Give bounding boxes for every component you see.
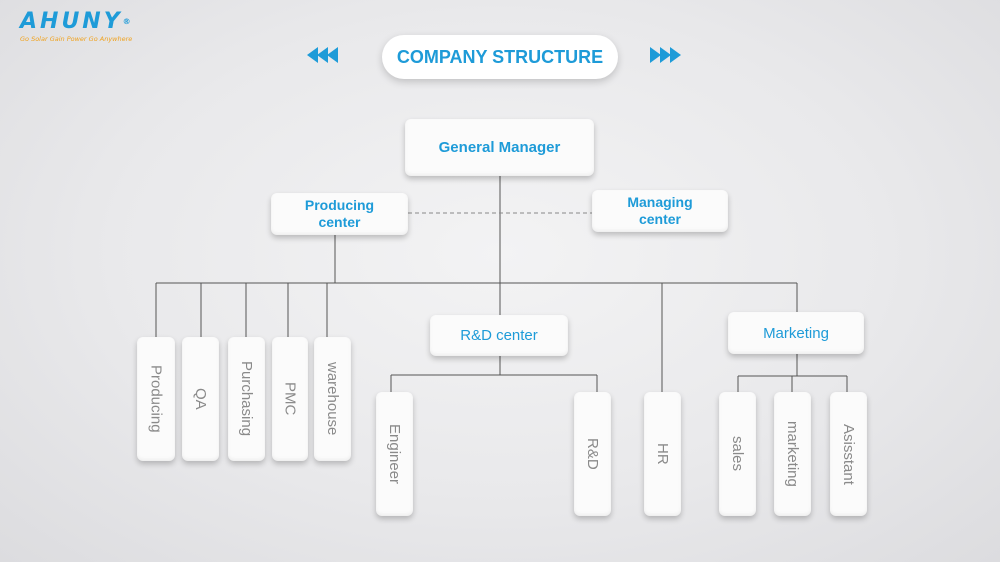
node-producing-center-line2: center <box>318 214 361 230</box>
node-managing-center: Managing center <box>592 190 728 232</box>
dept-assistant-label: Asisstant <box>840 423 857 485</box>
dept-purchasing: Purchasing <box>228 337 265 461</box>
chevron-left-icon <box>307 47 338 63</box>
page-title: COMPANY STRUCTURE <box>382 35 618 79</box>
node-rd-center: R&D center <box>430 315 568 356</box>
dept-hr-label: HR <box>654 443 671 465</box>
dept-assistant: Asisstant <box>830 392 867 516</box>
dept-purchasing-label: Purchasing <box>238 361 255 437</box>
dept-warehouse-label: warehouse <box>324 362 341 436</box>
dept-rd-label: R&D <box>584 438 601 470</box>
node-marketing: Marketing <box>728 312 864 354</box>
node-producing-center: Producing center <box>271 193 408 235</box>
dept-pmc: PMC <box>272 337 308 461</box>
dept-engineer-label: Engineer <box>386 423 403 485</box>
dept-producing-label: Producing <box>147 365 165 433</box>
dept-marketing-label: marketing <box>784 421 801 487</box>
dept-engineer: Engineer <box>376 392 413 516</box>
company-logo: AHUNY® Go Solar Gain Power Go Anywhere <box>20 9 133 44</box>
dept-rd: R&D <box>574 392 611 516</box>
dept-qa: QA <box>182 337 219 461</box>
node-producing-center-line1: Producing <box>304 197 375 213</box>
dept-sales: sales <box>719 392 756 516</box>
dept-pmc-label: PMC <box>281 382 299 416</box>
dept-warehouse: warehouse <box>314 337 351 461</box>
dept-hr: HR <box>644 392 681 516</box>
node-managing-center-line2: center <box>638 211 682 227</box>
node-managing-center-line1: Managing <box>627 194 693 210</box>
dept-qa-label: QA <box>192 388 209 410</box>
dept-marketing: marketing <box>774 392 811 516</box>
chevron-right-icon <box>650 47 681 63</box>
dept-sales-label: sales <box>729 436 746 472</box>
logo-tagline: Go Solar Gain Power Go Anywhere <box>20 35 133 43</box>
node-general-manager: General Manager <box>405 119 594 176</box>
logo-wordmark: AHUNY® <box>20 9 131 34</box>
dept-producing: Producing <box>137 337 175 461</box>
